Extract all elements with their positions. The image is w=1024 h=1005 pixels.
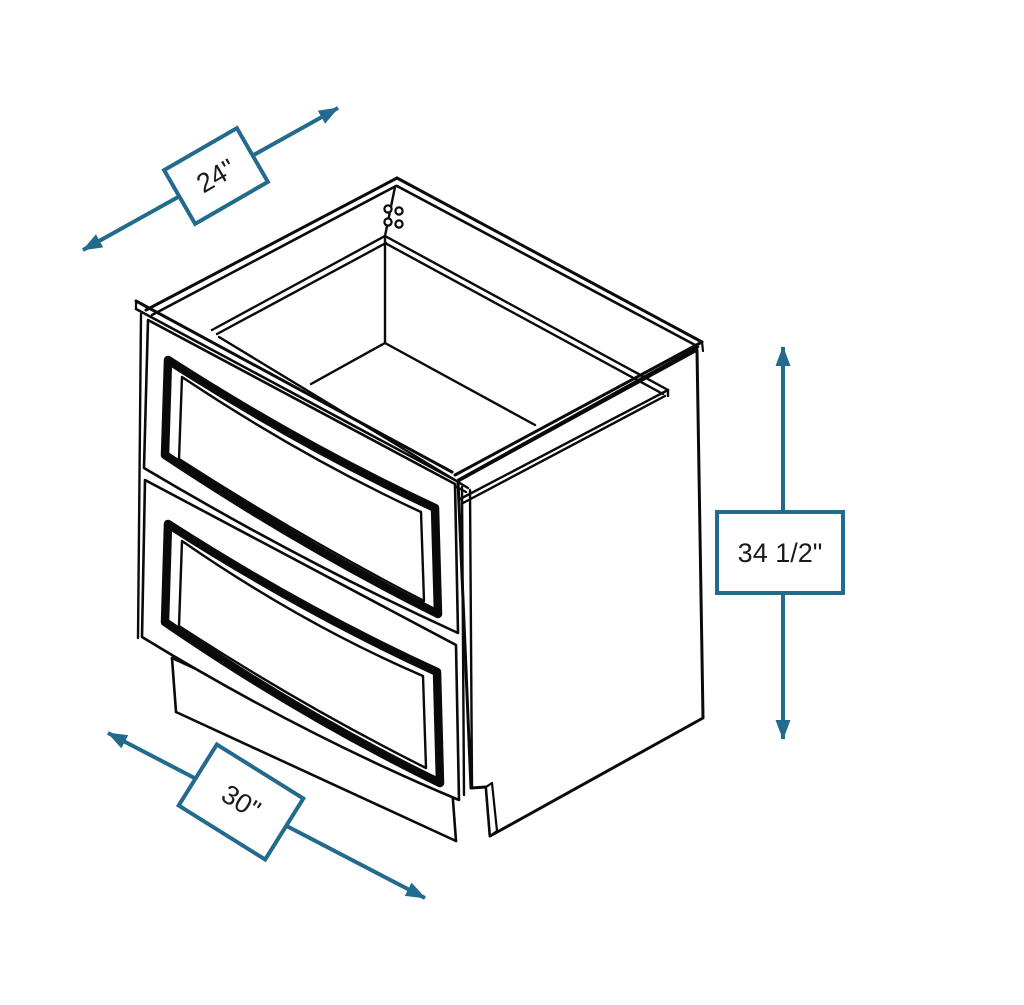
screw-holes — [383, 204, 404, 229]
height-label: 34 1/2" — [738, 538, 823, 568]
drawer-front-bottom — [140, 478, 461, 802]
dimension-annotations: 24" 30" 34 1/2" — [82, 106, 845, 900]
depth-label-box — [161, 125, 271, 227]
front-stile-edges — [460, 485, 474, 797]
cabinet-side-panel — [456, 348, 705, 838]
width-label-box — [175, 741, 307, 863]
cabinet-drawing — [134, 176, 705, 843]
drawer-front-top — [142, 318, 460, 635]
width-dimension: 30" — [107, 731, 426, 900]
depth-dimension: 24" — [82, 106, 339, 252]
cabinet-interior — [210, 185, 670, 505]
height-label-box — [715, 510, 845, 595]
left-panel-edge — [136, 312, 143, 640]
height-dimension: 34 1/2" — [715, 346, 845, 740]
